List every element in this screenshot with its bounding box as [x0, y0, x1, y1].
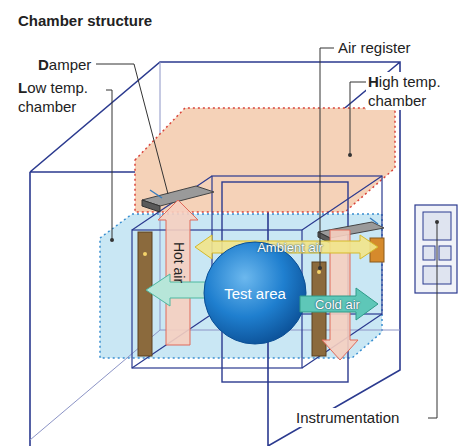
high-temp-chamber	[135, 108, 395, 212]
cold-air-arrow	[300, 288, 378, 320]
leader-dot	[435, 220, 439, 224]
part-label: Cold air	[300, 295, 375, 314]
test-area-sphere: Test area	[203, 241, 307, 345]
leader-dot	[110, 238, 114, 242]
leader-line	[320, 48, 334, 268]
chamber-frame-edge	[132, 176, 382, 368]
instrument-button	[439, 246, 451, 260]
air-register	[138, 232, 152, 356]
leader-line	[424, 222, 437, 418]
leader-dot	[348, 153, 352, 157]
damper-edge	[142, 200, 160, 212]
part-label: Hot air	[169, 233, 188, 293]
register-dot	[317, 270, 321, 274]
leader-line	[350, 82, 366, 155]
damper-plate	[318, 222, 384, 238]
part-label: Instrumentation	[294, 408, 428, 427]
part-label: Low temp. chamber	[18, 78, 106, 116]
part-label: Ambient air	[235, 238, 345, 257]
instrument-button	[423, 246, 435, 260]
instrument-panel	[415, 205, 457, 293]
part-label: High temp. chamber	[366, 72, 470, 110]
housing-outline	[30, 62, 400, 446]
part-label: Damper	[38, 55, 108, 74]
hot-air-arrow	[158, 200, 198, 345]
register-dot	[143, 252, 147, 256]
housing-back-edge	[30, 62, 400, 440]
leader-line	[96, 64, 168, 194]
leader-dot	[318, 266, 322, 270]
leader-line	[106, 90, 112, 240]
node-text: Test area	[224, 285, 286, 302]
diagram-title: Chamber structure	[18, 12, 152, 30]
sphere	[204, 242, 306, 344]
part-label: Air register	[336, 38, 440, 57]
